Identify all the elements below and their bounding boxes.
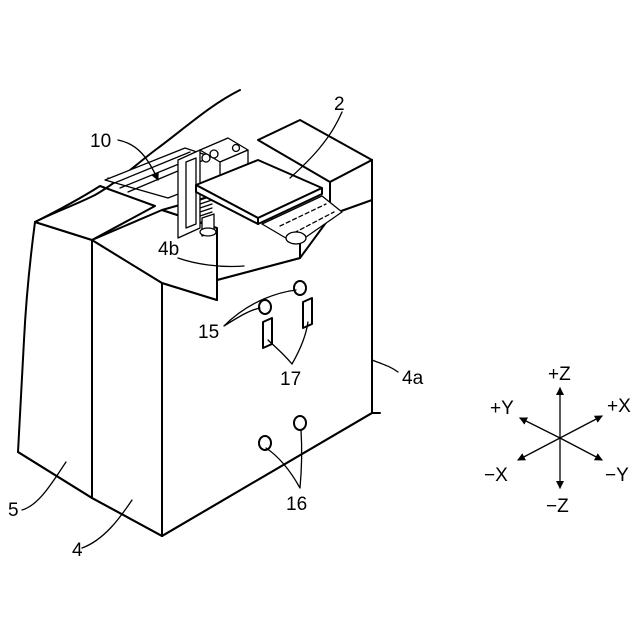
axis-label-nx: −X bbox=[484, 465, 508, 486]
axis-indicator: +Z +Y +X −X −Y −Z bbox=[484, 364, 631, 517]
axis-label-nz: −Z bbox=[546, 496, 569, 517]
axis-label-ny: −Y bbox=[605, 465, 629, 486]
hole-16-a bbox=[259, 436, 271, 450]
label-5: 5 bbox=[8, 500, 19, 521]
axis-x-pos bbox=[560, 416, 602, 438]
slot-17-a bbox=[263, 318, 272, 348]
label-4a: 4a bbox=[402, 368, 424, 389]
axis-label-pz: +Z bbox=[548, 364, 571, 385]
axis-x-neg bbox=[518, 438, 560, 460]
axis-y-pos bbox=[520, 418, 560, 438]
hole-15-b bbox=[294, 281, 306, 295]
label-17: 17 bbox=[280, 369, 301, 390]
label-15: 15 bbox=[198, 322, 219, 343]
leader-4a bbox=[372, 360, 398, 372]
label-16: 16 bbox=[286, 494, 307, 515]
label-4b: 4b bbox=[158, 239, 179, 260]
hole-15-a bbox=[259, 300, 271, 314]
label-2: 2 bbox=[334, 94, 345, 115]
screw-head-2 bbox=[210, 150, 218, 158]
axis-y-neg bbox=[560, 438, 602, 460]
spring-cap bbox=[200, 228, 216, 236]
axis-label-px: +X bbox=[607, 396, 631, 417]
belt-roller bbox=[286, 232, 306, 244]
screw-head-1 bbox=[202, 154, 210, 162]
axis-label-py: +Y bbox=[490, 398, 514, 419]
label-4: 4 bbox=[72, 540, 83, 561]
column-inner bbox=[186, 158, 196, 228]
hole-16-b bbox=[294, 416, 306, 430]
label-10: 10 bbox=[90, 131, 111, 152]
block-front-face bbox=[92, 240, 162, 536]
screw-head-3 bbox=[233, 145, 240, 152]
wall-front-face bbox=[18, 222, 92, 498]
